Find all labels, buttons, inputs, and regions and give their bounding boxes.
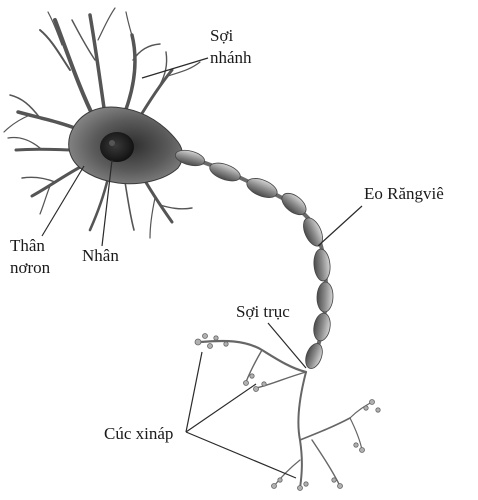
axon-terminals [200,341,372,488]
label-dendrites-line2: nhánh [210,48,252,68]
label-node-of-ranvier: Eo Răngviê [364,184,444,204]
label-cell-body-line1: Thân [10,236,45,256]
synaptic-knobs [195,334,380,491]
leader-node-of-ranvier [318,206,362,246]
leader-synapse-2 [186,384,256,432]
label-cell-body-line2: nơron [10,258,50,278]
leader-synapse-1 [186,352,202,432]
label-nucleus: Nhân [82,246,119,266]
leader-dendrites [142,58,208,78]
nucleolus [109,140,115,146]
nucleus [100,132,134,162]
leader-synapse-3 [186,432,296,478]
leader-axon [268,323,306,368]
label-dendrites-line1: Sợi [210,26,233,46]
myelin-sheath [174,148,334,371]
label-synaptic-terminals: Cúc xináp [104,424,173,444]
label-axon: Sợi trục [236,302,290,322]
